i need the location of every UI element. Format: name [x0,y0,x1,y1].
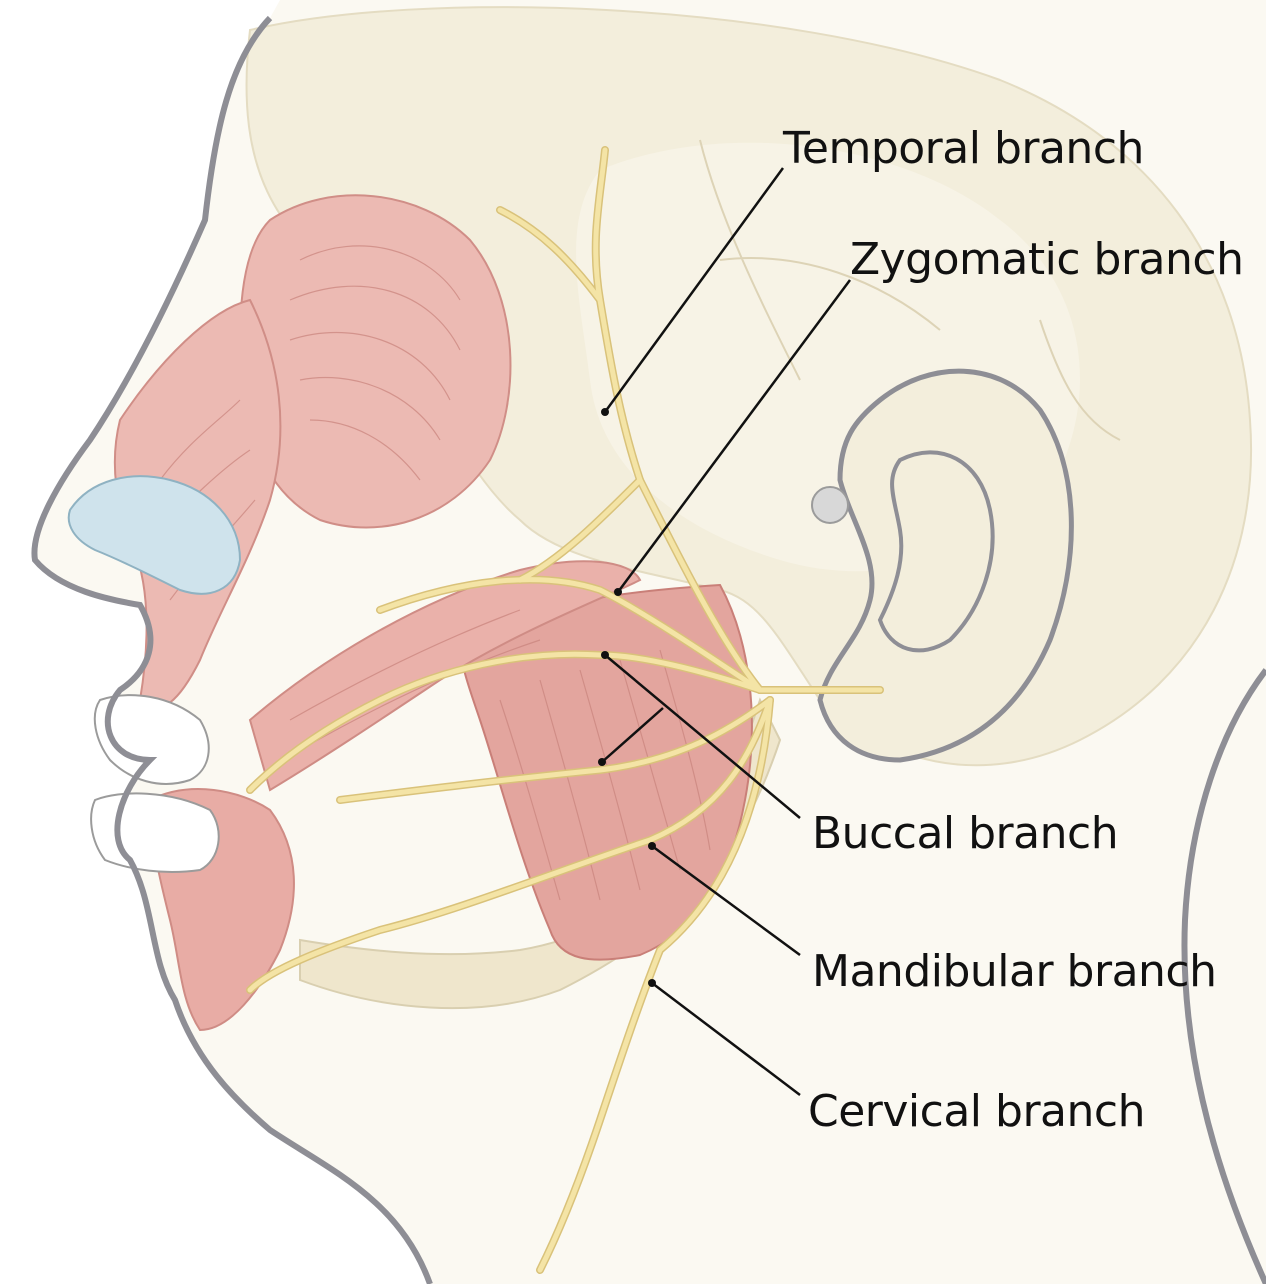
label-zygomatic-branch: Zygomatic branch [850,238,1243,282]
label-cervical-branch: Cervical branch [808,1090,1145,1134]
label-mandibular-branch: Mandibular branch [812,950,1217,994]
label-temporal-branch: Temporal branch [783,127,1144,171]
orbicularis-oculi-muscle [240,195,510,527]
label-buccal-branch: Buccal branch [812,812,1118,856]
inner-ear-cochlea [812,487,848,523]
